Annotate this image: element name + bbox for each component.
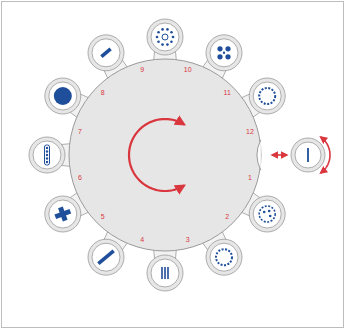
module-diag — [88, 239, 124, 275]
insert-module — [291, 138, 325, 172]
position-number: 3 — [185, 236, 191, 244]
module-dash — [88, 35, 124, 71]
position-number: 10 — [183, 66, 193, 74]
module-fourdots — [206, 35, 242, 71]
insert-arrow — [272, 154, 287, 156]
module-ring — [206, 239, 242, 275]
module-cross — [45, 196, 81, 232]
module-beads — [29, 137, 65, 173]
position-number: 6 — [77, 174, 83, 182]
position-number: 4 — [139, 236, 145, 244]
module-slits — [147, 255, 183, 291]
position-number: 9 — [139, 66, 145, 74]
turret-wheel — [69, 59, 261, 251]
module-dotring — [147, 19, 183, 55]
position-number: 7 — [77, 128, 83, 136]
position-number: 2 — [224, 213, 230, 221]
module-disc — [45, 78, 81, 114]
position-number: 5 — [100, 213, 106, 221]
position-number: 8 — [100, 89, 106, 97]
position-number: 1 — [247, 174, 253, 182]
position-number: 11 — [223, 89, 232, 97]
turn-arrow — [321, 137, 330, 173]
rotation-arrow — [129, 119, 184, 191]
empty-slot — [257, 140, 261, 170]
module-ring — [249, 78, 285, 114]
position-number: 12 — [245, 128, 255, 136]
module-ringdots — [249, 196, 285, 232]
